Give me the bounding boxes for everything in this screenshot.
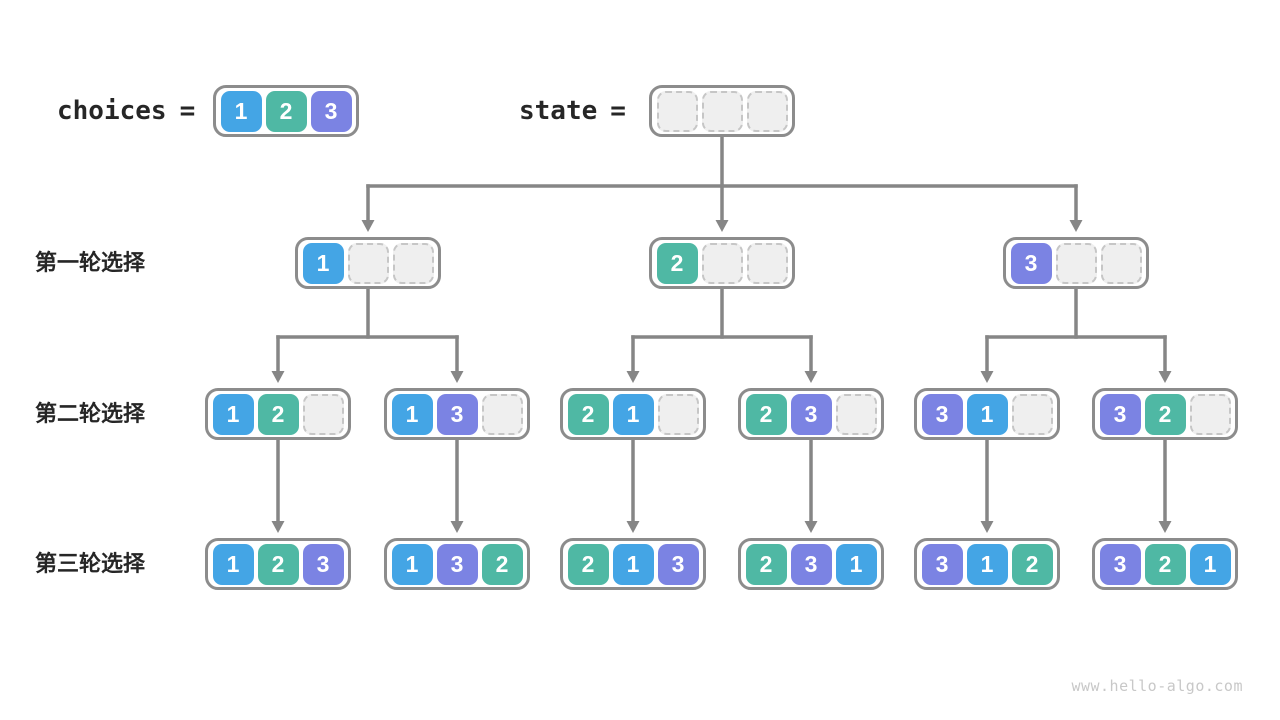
row-label-round-3: 第三轮选择 [35, 551, 146, 576]
state-box-r1-1: 1 [295, 237, 441, 289]
value-cell-1: 1 [302, 242, 344, 284]
value-cell-1: 1 [966, 543, 1008, 585]
value-cell-3: 3 [1099, 393, 1141, 435]
empty-cell [746, 90, 788, 132]
empty-cell [1011, 393, 1053, 435]
empty-cell [1189, 393, 1231, 435]
value-cell-3: 3 [1010, 242, 1052, 284]
value-cell-1: 1 [391, 393, 433, 435]
empty-cell [347, 242, 389, 284]
value-cell-3: 3 [921, 393, 963, 435]
value-cell-2: 2 [745, 543, 787, 585]
watermark: www.hello-algo.com [1071, 677, 1243, 695]
value-cell-3: 3 [790, 393, 832, 435]
value-cell-2: 2 [567, 543, 609, 585]
value-cell-3: 3 [921, 543, 963, 585]
value-cell-1: 1 [966, 393, 1008, 435]
state-word: state [519, 96, 598, 126]
value-cell-2: 2 [257, 393, 299, 435]
value-cell-3: 3 [1099, 543, 1141, 585]
value-cell-3: 3 [436, 393, 478, 435]
empty-cell [701, 90, 743, 132]
value-cell-2: 2 [745, 393, 787, 435]
value-cell-1: 1 [1189, 543, 1231, 585]
value-cell-3: 3 [302, 543, 344, 585]
value-cell-1: 1 [212, 393, 254, 435]
empty-cell [1100, 242, 1142, 284]
empty-cell [481, 393, 523, 435]
empty-cell [835, 393, 877, 435]
value-cell-2: 2 [656, 242, 698, 284]
value-cell-2: 2 [257, 543, 299, 585]
state-label: state = [519, 85, 626, 137]
value-cell-1: 1 [612, 543, 654, 585]
value-cell-2: 2 [567, 393, 609, 435]
value-cell-2: 2 [1144, 543, 1186, 585]
value-cell-3: 3 [657, 543, 699, 585]
value-cell-2: 2 [1011, 543, 1053, 585]
value-cell-1: 1 [835, 543, 877, 585]
value-cell-3: 3 [310, 90, 352, 132]
empty-cell [656, 90, 698, 132]
row-label-round-2: 第二轮选择 [35, 401, 146, 426]
empty-cell [302, 393, 344, 435]
empty-cell [701, 242, 743, 284]
value-cell-1: 1 [391, 543, 433, 585]
empty-cell [392, 242, 434, 284]
equals-sign: = [610, 96, 626, 126]
row-label-round-1: 第一轮选择 [35, 250, 146, 275]
value-cell-1: 1 [220, 90, 262, 132]
choices-label: choices = [57, 85, 195, 137]
value-cell-2: 2 [481, 543, 523, 585]
empty-cell [746, 242, 788, 284]
equals-sign: = [179, 96, 196, 126]
value-cell-3: 3 [790, 543, 832, 585]
value-cell-3: 3 [436, 543, 478, 585]
state-box [649, 85, 795, 137]
empty-cell [1055, 242, 1097, 284]
value-cell-2: 2 [265, 90, 307, 132]
value-cell-2: 2 [1144, 393, 1186, 435]
state-box-r1-2: 2 [649, 237, 795, 289]
empty-cell [657, 393, 699, 435]
choices-word: choices [57, 96, 167, 126]
value-cell-1: 1 [212, 543, 254, 585]
value-cell-1: 1 [612, 393, 654, 435]
state-box-r1-3: 3 [1003, 237, 1149, 289]
